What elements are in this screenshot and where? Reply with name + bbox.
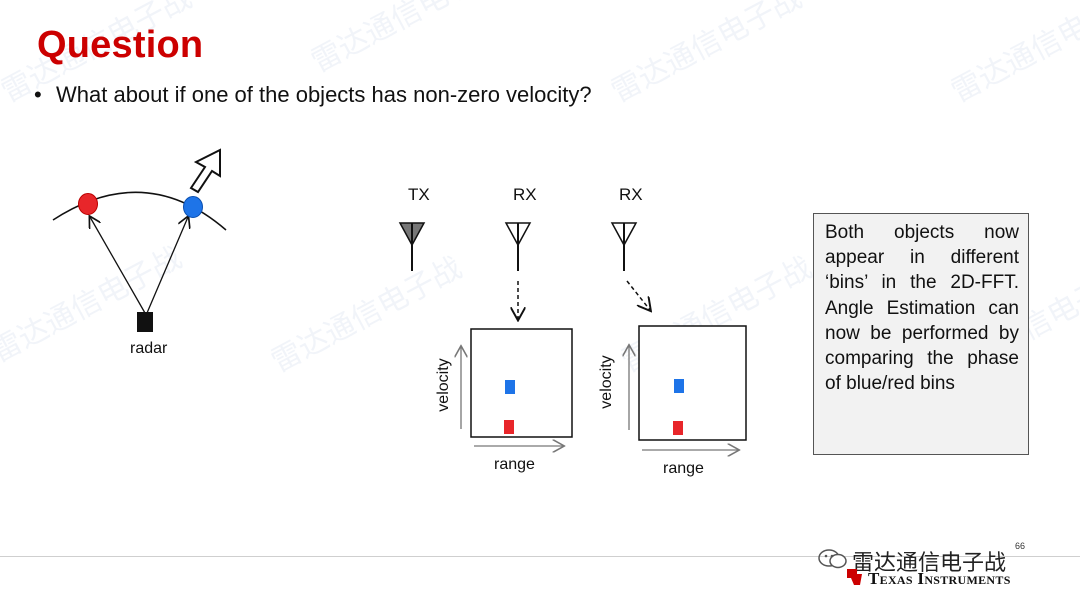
antenna-array-diagram <box>398 222 670 335</box>
plot1-ylabel: velocity <box>435 358 452 412</box>
range-arc <box>52 191 227 231</box>
plot1-red-bin <box>504 420 514 434</box>
wechat-icon <box>818 549 847 569</box>
wechat-account-name: 雷达通信电子战 <box>852 551 1007 576</box>
plot2-frame <box>638 325 747 441</box>
rx2-label: RX <box>619 185 643 204</box>
ti-brand-name: Texas Instruments <box>868 569 1011 589</box>
red-object <box>78 193 98 215</box>
plot1-frame <box>470 328 573 438</box>
tx-antenna-icon <box>398 222 426 271</box>
footer-band <box>0 556 1080 608</box>
plot2-ylabel: velocity <box>598 355 615 409</box>
radar-icon <box>137 312 153 332</box>
bullet-point: • What about if one of the objects has no… <box>34 82 592 108</box>
rx1-label: RX <box>513 185 537 204</box>
range-doppler-plot-2 <box>598 325 747 482</box>
bullet-text: What about if one of the objects has non… <box>56 82 592 107</box>
watermark: 雷达通信电子战 <box>945 0 1080 110</box>
plot1-blue-bin <box>505 380 515 394</box>
radar-label: radar <box>130 340 168 357</box>
page-title: Question <box>37 24 204 66</box>
arrow-to-blue <box>146 217 188 314</box>
blue-object <box>183 196 203 218</box>
arrow-to-red <box>90 217 146 314</box>
velocity-arrow-icon <box>189 148 221 194</box>
range-doppler-plot-1 <box>430 328 573 485</box>
ti-brand-text: Texas Instruments <box>868 569 1011 588</box>
ti-logo-icon <box>847 569 862 585</box>
plot1-xlabel: range <box>494 456 535 473</box>
rx1-antenna-icon <box>504 222 532 271</box>
rx2-dashed-arrow <box>626 280 650 310</box>
rx2-antenna-icon <box>610 222 638 271</box>
plot2-red-bin <box>673 421 683 435</box>
watermark: 雷达通信电子战 <box>605 0 808 110</box>
page-number: 66 <box>1015 541 1026 551</box>
explanation-callout: Both objects now appear in different ‘bi… <box>813 213 1029 455</box>
plot2-blue-bin <box>674 379 684 393</box>
plot2-xlabel: range <box>663 460 704 477</box>
tx-label: TX <box>408 185 430 204</box>
radar-geometry-diagram <box>52 148 227 332</box>
watermark: 雷达通信电子战 <box>305 0 508 80</box>
bullet-marker: • <box>34 82 42 107</box>
